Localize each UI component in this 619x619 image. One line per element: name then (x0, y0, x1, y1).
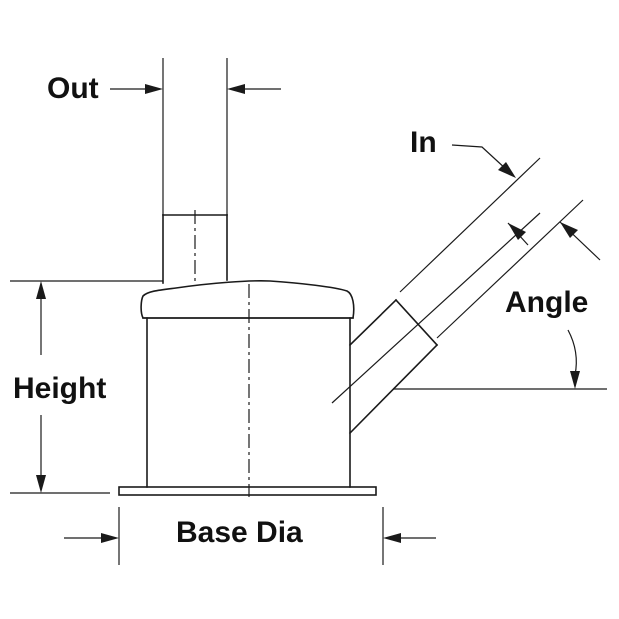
base-dia-dimension (64, 507, 436, 565)
base-dia-label: Base Dia (176, 516, 303, 549)
angle-dimension (393, 221, 607, 390)
height-dimension (10, 280, 163, 494)
in-dimension (451, 144, 529, 246)
out-label: Out (47, 72, 99, 105)
cylinder-body (146, 317, 351, 488)
angle-label: Angle (505, 286, 588, 319)
inlet-extension-lines (399, 157, 584, 339)
base-plate (118, 486, 377, 496)
out-dimension (110, 58, 281, 215)
cylinder-lid (140, 280, 355, 319)
in-label: In (410, 126, 437, 159)
height-label: Height (13, 372, 106, 405)
inlet-pipe (331, 212, 541, 435)
